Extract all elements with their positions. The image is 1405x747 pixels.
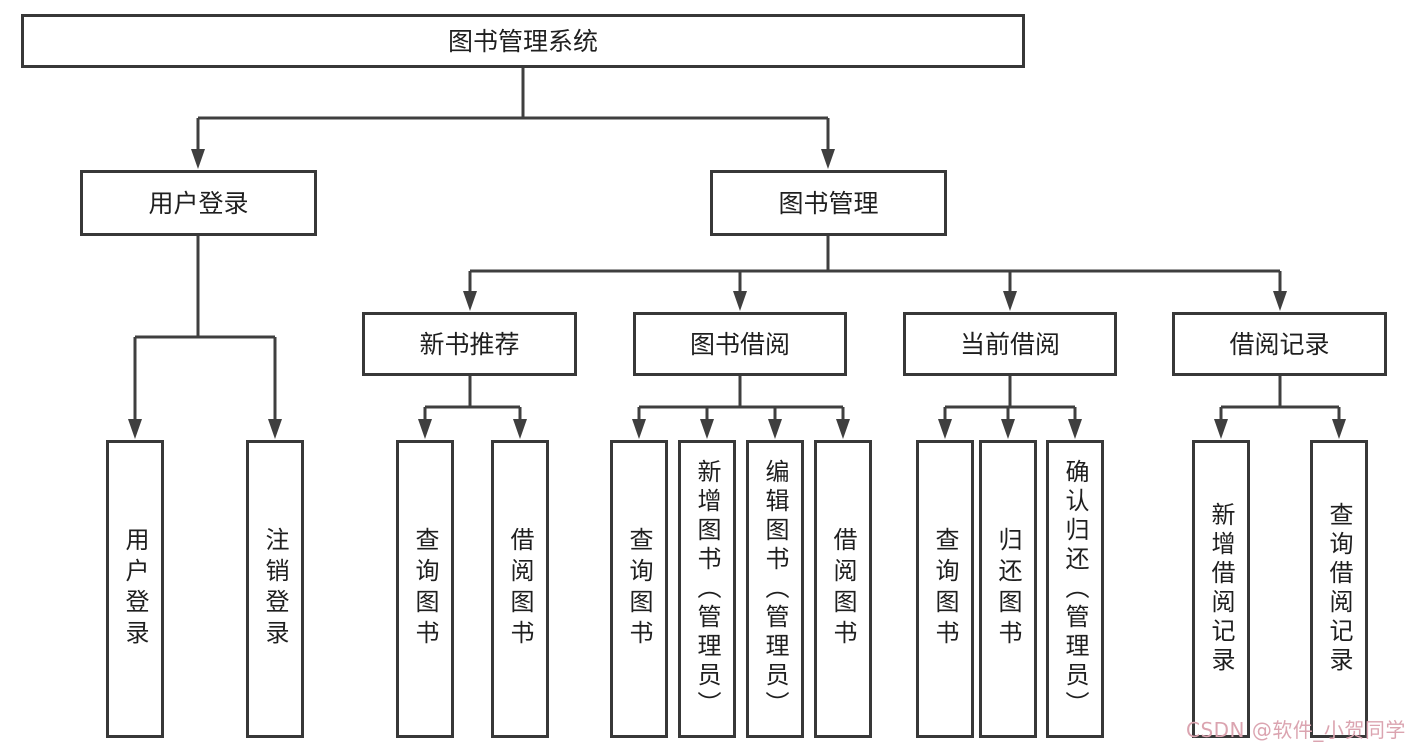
arrow-down-icon [836,419,850,439]
node-current-borrow: 当前借阅 [903,312,1117,376]
arrow-down-icon [1332,419,1346,439]
node-root-system: 图书管理系统 [21,14,1025,68]
connector-user-login-to-leaves [128,236,282,439]
leaf-add-borrow-record: 新增借阅记录 [1192,440,1250,738]
arrow-down-icon [128,419,142,439]
node-book-borrow: 图书借阅 [633,312,847,376]
leaf-return-book: 归还图书 [979,440,1037,738]
csdn-watermark: CSDN @软件_小贺同学 [1186,718,1405,742]
connector-book-borrow-to-leaves [632,376,850,439]
arrow-down-icon [463,291,477,311]
leaf-edit-book-admin: 编辑图书（管理员） [746,440,804,738]
connector-root-to-level2 [191,68,835,169]
connector-new-book-to-leaves [418,376,527,439]
leaf-borrow-book-2: 借阅图书 [814,440,872,738]
connector-borrow-record-to-leaves [1214,376,1346,439]
node-book-mgmt: 图书管理 [710,170,947,236]
node-label: 图书管理 [778,188,879,218]
arrow-down-icon [1273,291,1287,311]
arrow-down-icon [191,149,205,169]
arrow-down-icon [1068,419,1082,439]
node-new-book-recommend: 新书推荐 [362,312,577,376]
arrow-down-icon [418,419,432,439]
leaf-logout: 注销登录 [246,440,304,738]
arrow-down-icon [513,419,527,439]
leaf-confirm-return-admin: 确认归还（管理员） [1046,440,1104,738]
connector-book-mgmt-to-level3 [463,236,1287,311]
leaf-user-login: 用户登录 [106,440,164,738]
node-label: 用户登录 [148,188,249,218]
leaf-query-book-2: 查询图书 [610,440,668,738]
node-label: 当前借阅 [959,329,1060,359]
node-label: 图书借阅 [689,329,790,359]
node-borrow-record: 借阅记录 [1172,312,1387,376]
leaf-query-book-1: 查询图书 [396,440,454,738]
connector-current-borrow-to-leaves [938,376,1082,439]
arrow-down-icon [821,149,835,169]
node-label: 图书管理系统 [447,26,598,56]
leaf-borrow-book-1: 借阅图书 [491,440,549,738]
arrow-down-icon [938,419,952,439]
node-user-login: 用户登录 [80,170,317,236]
arrow-down-icon [768,419,782,439]
node-label: 新书推荐 [419,329,520,359]
arrow-down-icon [268,419,282,439]
leaf-query-book-3: 查询图书 [916,440,974,738]
node-label: 借阅记录 [1229,329,1330,359]
arrow-down-icon [733,291,747,311]
arrow-down-icon [1003,291,1017,311]
arrow-down-icon [1214,419,1228,439]
leaf-add-book-admin: 新增图书（管理员） [678,440,736,738]
arrow-down-icon [700,419,714,439]
arrow-down-icon [1001,419,1015,439]
leaf-query-borrow-record: 查询借阅记录 [1310,440,1368,738]
arrow-down-icon [632,419,646,439]
